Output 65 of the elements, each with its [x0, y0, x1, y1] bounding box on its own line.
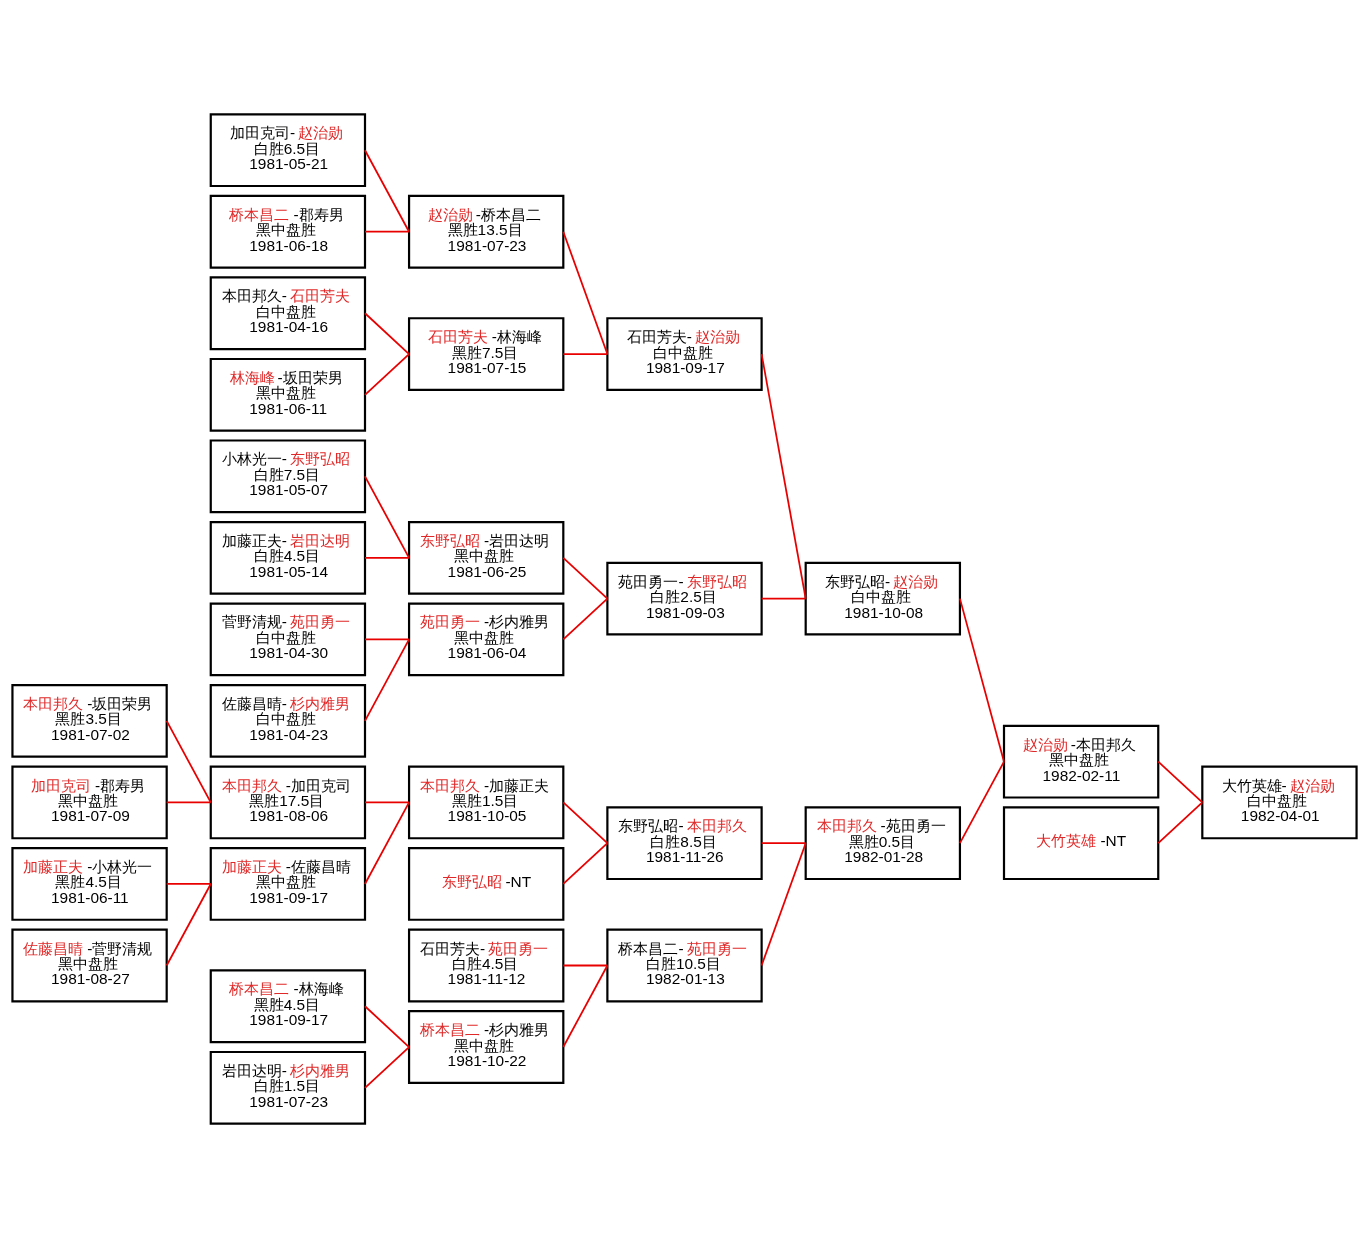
node-box: 桥本昌二-郡寿男 黑中盘胜 1981-06-18: [209, 194, 367, 269]
connector: [364, 1045, 410, 1089]
connector: [364, 801, 410, 885]
connector: [760, 352, 807, 599]
node-box: 大竹英雄-NT: [1002, 805, 1160, 880]
connector: [1157, 801, 1204, 844]
node-box: 加藤正夫-小林光一 黑胜4.5目 1981-06-11: [11, 846, 168, 921]
node-box: 桥本昌二-苑田勇一 白胜10.5目 1982-01-13: [606, 928, 763, 1002]
connector: [364, 1004, 410, 1048]
node-box: 林海峰-坂田荣男 黑中盘胜 1981-06-11: [209, 357, 367, 432]
node-box: 加田克司-郡寿男 黑中盘胜 1981-07-09: [11, 765, 168, 839]
connector: [562, 352, 609, 355]
node-box: 石田芳夫-林海峰 黑胜7.5目 1981-07-15: [407, 316, 565, 391]
node-box: 东野弘昭-本田邦久 白胜8.5目 1981-11-26: [606, 805, 763, 880]
node-box: 桥本昌二-杉内雅男 黑中盘胜 1981-10-22: [407, 1009, 565, 1084]
node-box: 赵治勋-本田邦久 黑中盘胜 1982-02-11: [1002, 724, 1160, 799]
node-box: 东野弘昭-NT: [407, 846, 565, 921]
node-box: 本田邦久-加藤正夫 黑胜1.5目 1981-10-05: [407, 765, 565, 839]
node-box: 东野弘昭-赵治勋 白中盘胜 1981-10-08: [804, 561, 962, 635]
node-box: 菅野清规-苑田勇一 白中盘胜 1981-04-30: [209, 602, 367, 676]
node-box: 岩田达明-杉内雅男 白胜1.5目 1981-07-23: [209, 1050, 367, 1125]
node-box: 本田邦久-苑田勇一 黑胜0.5目 1982-01-28: [804, 805, 962, 880]
connector: [760, 597, 807, 599]
connector: [760, 841, 807, 966]
node-box: 苑田勇一-杉内雅男 黑中盘胜 1981-06-04: [407, 602, 565, 676]
connector: [165, 801, 212, 803]
connector: [562, 964, 609, 966]
connector: [165, 882, 212, 966]
node-box: 本田邦久-加田克司 黑胜17.5目 1981-08-06: [209, 765, 367, 839]
node-box: 赵治勋-桥本昌二 黑胜13.5目 1981-07-23: [407, 194, 565, 269]
connector: [165, 719, 212, 803]
connector: [562, 230, 609, 355]
node-box: 石田芳夫-赵治勋 白中盘胜 1981-09-17: [606, 316, 763, 391]
node-box: 加藤正夫-佐藤昌晴 黑中盘胜 1981-09-17: [209, 846, 367, 921]
connector: [165, 882, 212, 885]
node-box: 石田芳夫-苑田勇一 白胜4.5目 1981-11-12: [407, 928, 565, 1002]
connector: [959, 597, 1005, 763]
connector: [364, 230, 410, 233]
node-box: 本田邦久-坂田荣男 黑胜3.5目 1981-07-02: [11, 683, 168, 758]
connector: [562, 964, 609, 1048]
node-box: 小林光一-东野弘昭 白胜7.5目 1981-05-07: [209, 438, 367, 513]
connector: [562, 841, 609, 885]
node-box: 加藤正夫-岩田达明 白胜4.5目 1981-05-14: [209, 520, 367, 595]
connector: [959, 760, 1005, 844]
connector: [562, 597, 609, 640]
connector: [364, 474, 410, 559]
connector: [364, 556, 410, 559]
connector: [1157, 760, 1204, 803]
node-box: 本田邦久-石田芳夫 白中盘胜 1981-04-16: [209, 275, 367, 350]
connector: [364, 311, 410, 355]
connector: [760, 841, 807, 844]
node-box: 东野弘昭-岩田达明 黑中盘胜 1981-06-25: [407, 520, 565, 595]
node-box: 佐藤昌晴-菅野清规 黑中盘胜 1981-08-27: [11, 928, 168, 1002]
node-box: 桥本昌二-林海峰 黑胜4.5目 1981-09-17: [209, 968, 367, 1043]
connector: [562, 801, 609, 844]
connector: [562, 556, 609, 599]
node-box: 加田克司-赵治勋 白胜6.5目 1981-05-21: [209, 112, 367, 187]
connector: [364, 638, 410, 722]
connector: [364, 148, 410, 233]
node-box: 大竹英雄-赵治勋 白中盘胜 1982-04-01: [1201, 765, 1358, 839]
connector: [364, 638, 410, 640]
node-box: 苑田勇一-东野弘昭 白胜2.5目 1981-09-03: [606, 561, 763, 635]
connector: [364, 801, 410, 803]
connector: [364, 352, 410, 396]
node-box: 佐藤昌晴-杉内雅男 白中盘胜 1981-04-23: [209, 683, 367, 758]
